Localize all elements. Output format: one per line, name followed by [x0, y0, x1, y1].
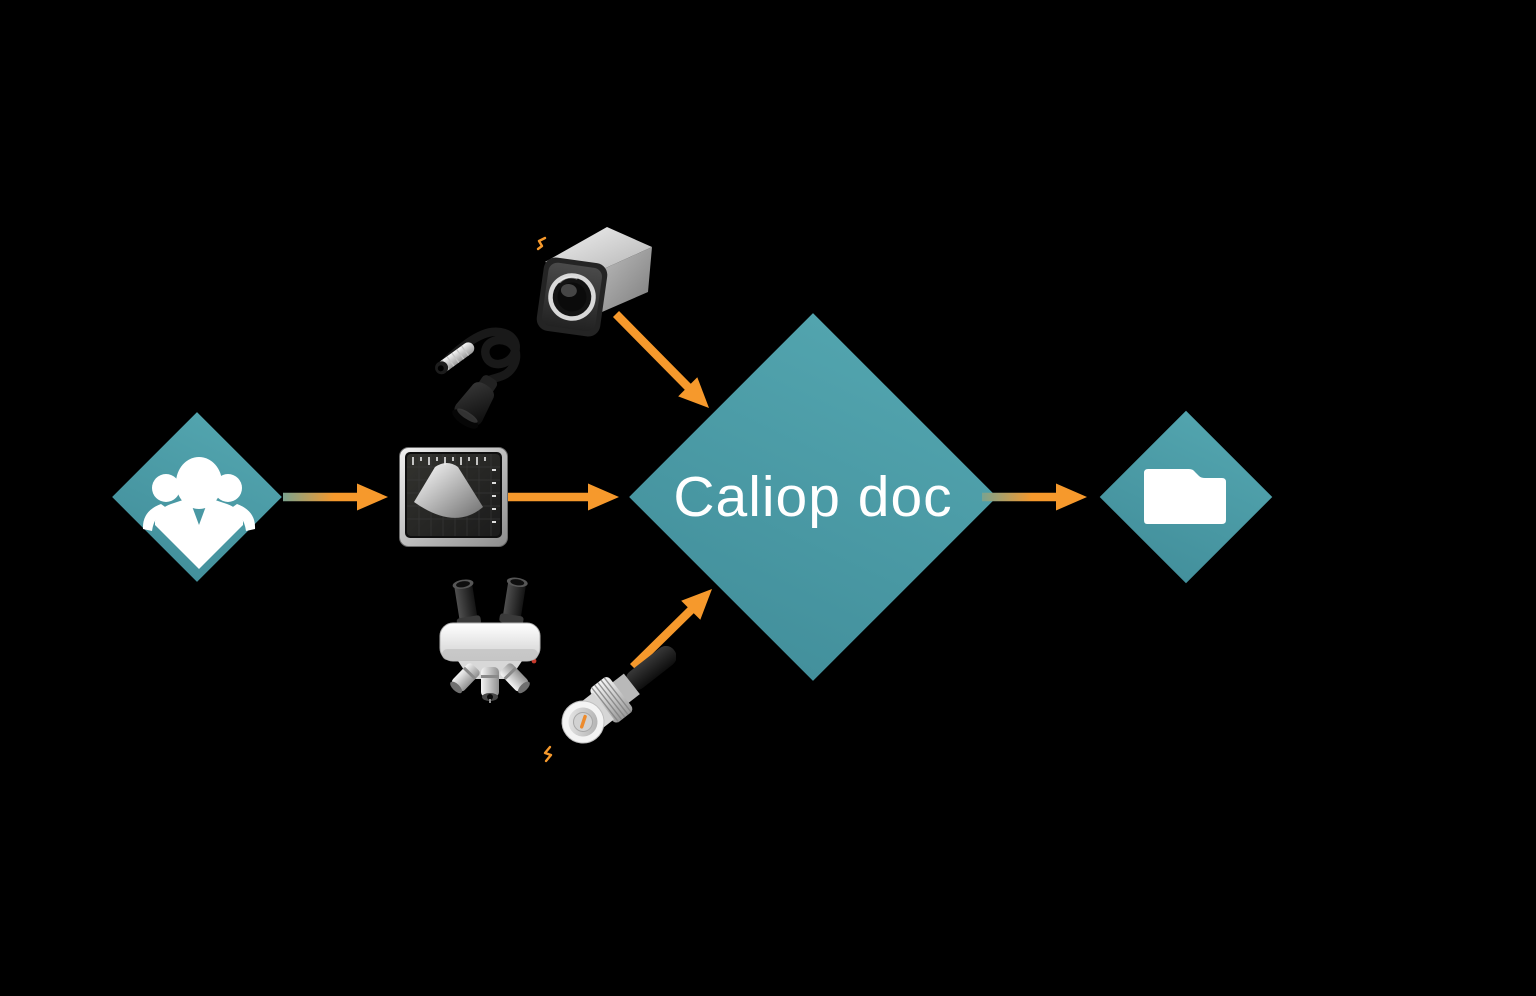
arrow-display-to-caliop	[505, 483, 619, 511]
microscope-icon	[439, 577, 541, 703]
arrow-users-to-display	[283, 483, 388, 511]
caliop-doc-label: Caliop doc	[673, 465, 953, 529]
arrow-caliop-to-folder	[982, 483, 1087, 511]
ultrasound-display-icon	[399, 447, 508, 547]
folder-icon	[1144, 469, 1226, 524]
users-group-icon	[142, 457, 256, 569]
ultrasound-probe-icon	[435, 327, 521, 429]
bnc-connector-icon	[561, 646, 676, 744]
video-camera-icon	[536, 227, 652, 337]
